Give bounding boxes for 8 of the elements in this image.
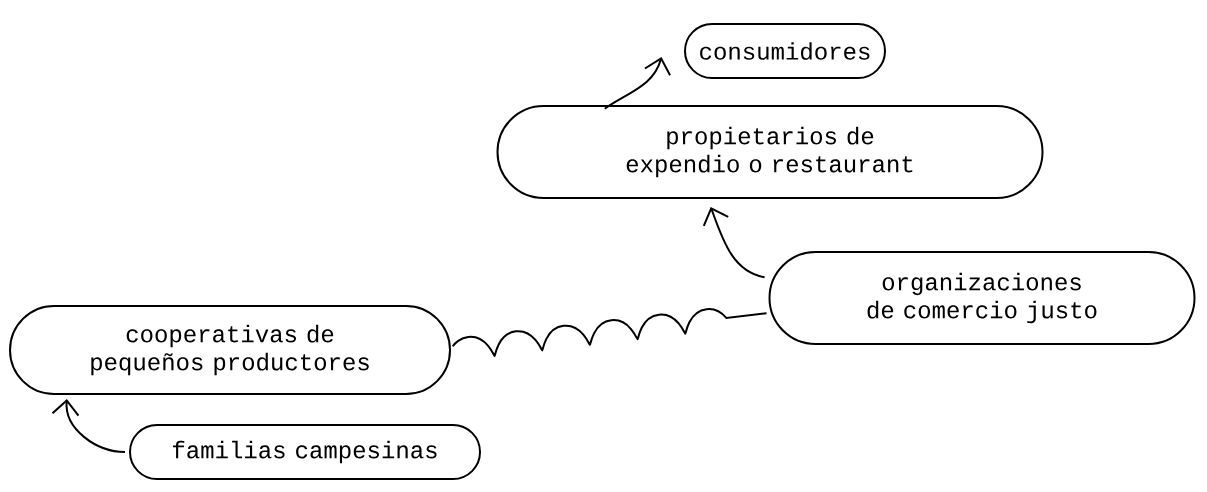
bubble-node: familias campesinas	[129, 424, 481, 480]
bubble-node: cooperativas de pequeños productores	[9, 305, 451, 395]
arrow	[603, 56, 672, 110]
bubble-node: organizaciones de comercio justo	[768, 251, 1196, 345]
bubble-node: propietarios de expendio o restaurant	[496, 105, 1044, 199]
arrow	[51, 399, 126, 453]
bubble-node: consumidores	[684, 23, 886, 79]
arrow	[702, 206, 766, 279]
